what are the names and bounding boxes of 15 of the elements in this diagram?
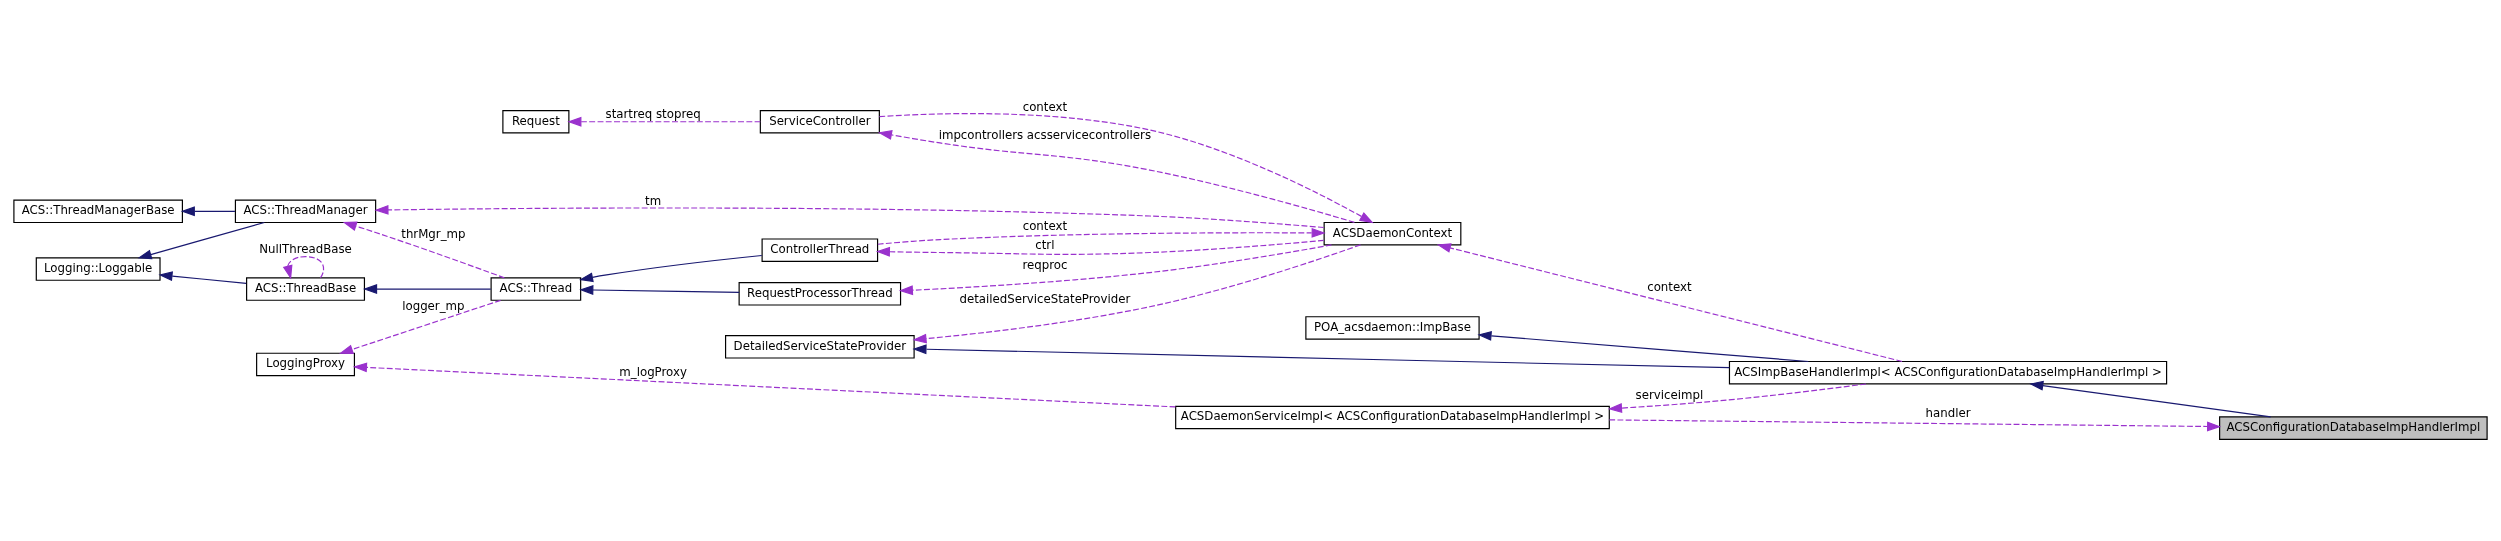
edge-label: reqproc bbox=[1022, 258, 1068, 273]
edge-label: ctrl bbox=[1035, 238, 1055, 252]
edge-label: NullThreadBase bbox=[259, 242, 352, 257]
edge-label: handler bbox=[1925, 406, 1971, 421]
edge-label: m_logProxy bbox=[619, 365, 687, 380]
edge-label: detailedServiceStateProvider bbox=[959, 292, 1131, 307]
edge-label: thrMgr_mp bbox=[401, 227, 466, 242]
edge-label: tm bbox=[645, 194, 662, 209]
edge-label: context bbox=[1647, 280, 1692, 295]
edge-label: serviceimpl bbox=[1635, 387, 1704, 402]
edge-label: context bbox=[1022, 219, 1068, 234]
edge-label: impcontrollers acsservicecontrollers bbox=[938, 128, 1152, 143]
edge-label: startreq stopreq bbox=[605, 107, 701, 122]
edge-label: logger_mp bbox=[402, 299, 465, 314]
edge-label: context bbox=[1022, 100, 1068, 115]
